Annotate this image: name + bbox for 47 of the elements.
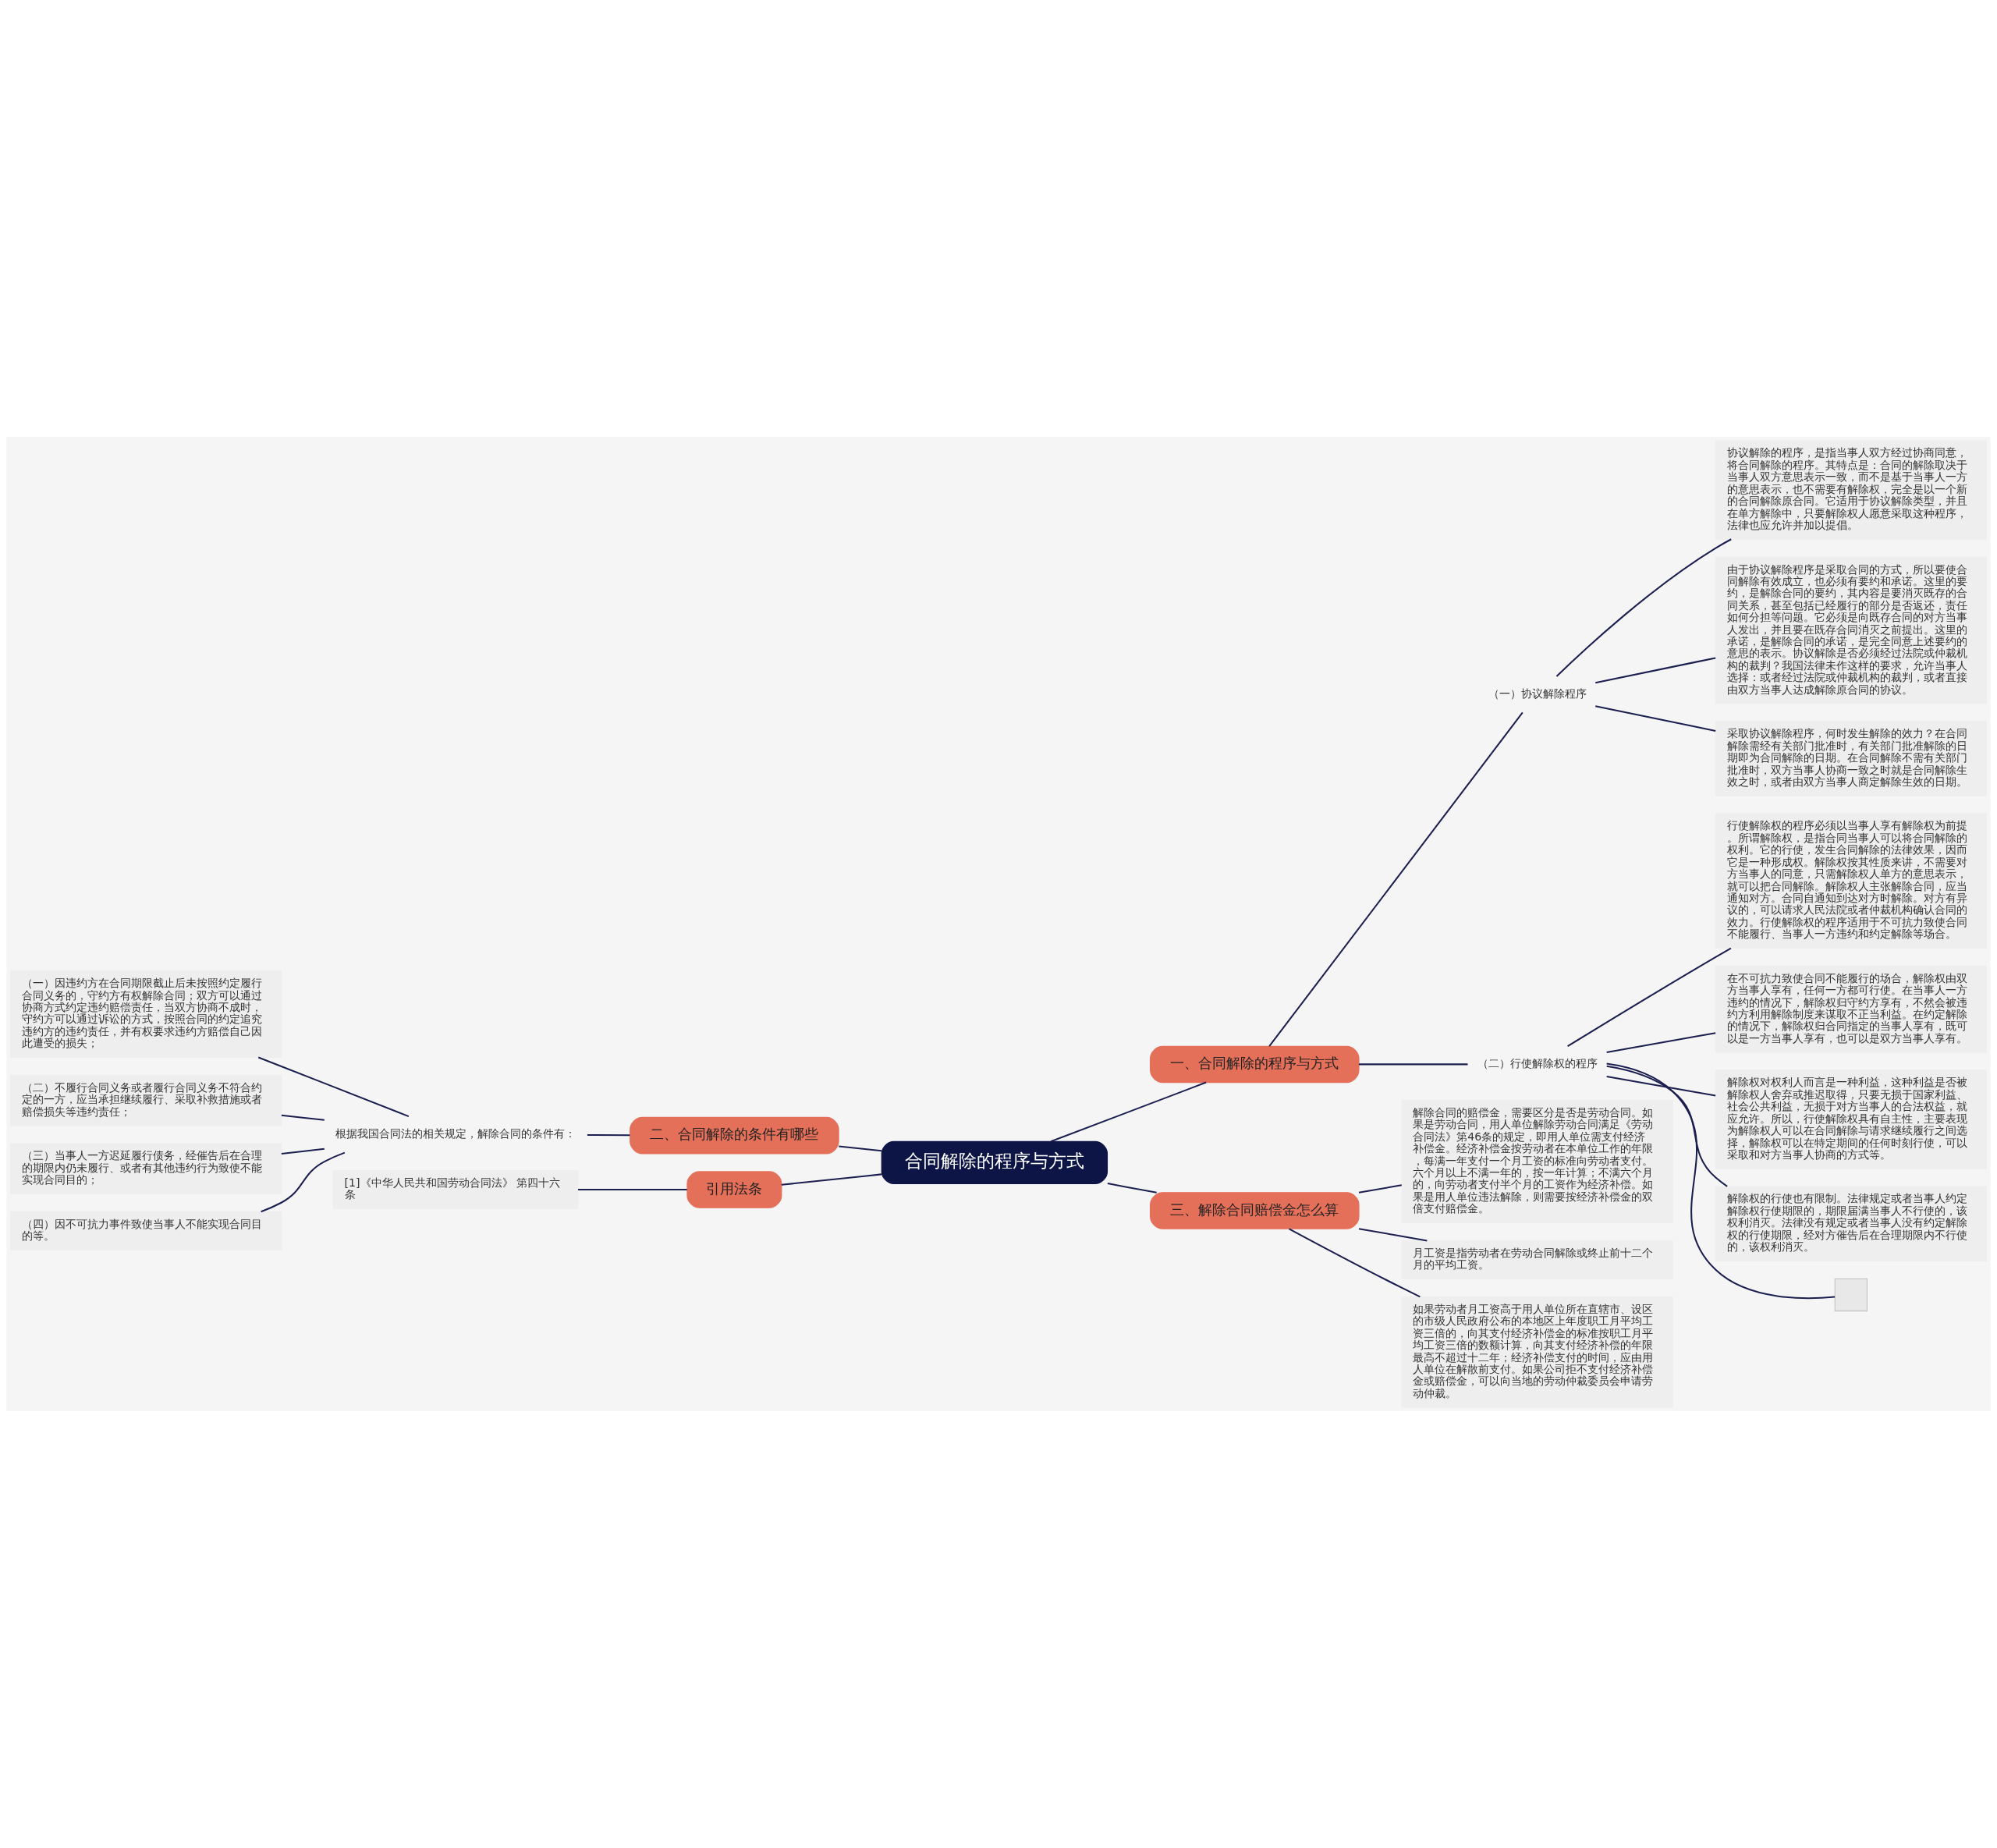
connector <box>281 1114 325 1121</box>
connector <box>1555 538 1732 677</box>
node-box: 一、合同解除的程序与方式 <box>1150 1045 1360 1084</box>
node-box: 解除权对权利人而言是一种利益，这种利益是否被解除权人舍弃或推迟取得，只要无损于国家利益、社会公共利益，无损于对方当事人的合法权益，就应允许。所以，行使解除权具有自主性，主要表现为解除权人可以在合同解除与请求继续履行之间选择，解除权可以在特定期间的任何时刻行使，可以采取和对方当事人协商的方式等。 <box>1715 1069 1987 1169</box>
node-text: 根据我国合同法的相关规定，解除合同的条件有： <box>335 1126 576 1140</box>
node-box: 合同解除的程序与方式 <box>881 1140 1108 1184</box>
node-box: 解除权的行使也有限制。法律规定或者当事人约定解除权行使期限的，期限届满当事人不行使的，该权利消灭。法律没有规定或者当事人没有约定解除权的行使期限，经对方催告后在合理期限内不行使的，该权利消灭。 <box>1715 1186 1987 1261</box>
connector <box>1359 1063 1468 1066</box>
connector <box>1289 1228 1421 1298</box>
node-box: 行使解除权的程序必须以当事人享有解除权为前提。所谓解除权，是指合同当事人可以将合同解除的权利。它的行使，发生合同解除的法律效果，因而它是一种形成权。解除权按其性质来讲，不需要对方当事人的同意，只需解除权人单方的意思表示，就可以把合同解除。解除权人主张解除合同，应当通知对方。合同自通知到达对方时解除。对方有异议的，可以请求人民法院或者仲裁机构确认合同的效力。行使解除权的程序适用于不可抗力致使合同不能履行、当事人一方违约和约定解除等场合。 <box>1715 813 1987 949</box>
connector <box>578 1189 687 1191</box>
node-box: 协议解除的程序，是指当事人双方经过协商同意，将合同解除的程序。其特点是：合同的解除取决于当事人双方意思表示一致，而不是基于当事人一方的意思表示，也不需要有解除权，完全是以一个新的合同解除原合同。它适用于协议解除类型，并且在单方解除中，只要解除权人愿意采取这种程序，法律也应允许并加以提倡。 <box>1715 440 1987 540</box>
node-text: （一）协议解除程序 <box>1488 686 1587 700</box>
node-box: （三）当事人一方迟延履行债务，经催告后在合理的期限内仍未履行、或者有其他违约行为致使不能实现合同目的； <box>10 1143 282 1194</box>
node-box: 由于协议解除程序是采取合同的方式，所以要使合同解除有效成立，也必须有要约和承诺。这里的要约，是解除合同的要约，其内容是要消灭既存的合同关系，甚至包括已经履行的部分是否返还，责任如何分担等问题。它必须是向既存合同的对方当事人发出，并且要在既存合同消灭之前提出。这里的承诺，是解除合同的承诺，是完全同意上述要约的意思的表示。协议解除是否必须经过法院或仲裁机构的裁判？我国法律未作这样的要求，允许当事人选择：或者经过法院或仲裁机构的裁判，或者直接由双方当事人达成解除原合同的协议。 <box>1715 556 1987 704</box>
node-box: （二）不履行合同义务或者履行合同义务不符合约定的一方，应当承担继续履行、采取补救措施或者赔偿损失等违约责任； <box>10 1074 282 1126</box>
connector <box>1107 1183 1157 1194</box>
connector <box>1606 1075 1716 1097</box>
node-box: 引用法条 <box>686 1171 782 1208</box>
connector <box>1595 657 1716 684</box>
connector <box>839 1145 882 1152</box>
node-box: 月工资是指劳动者在劳动合同解除或终止前十二个月的平均工资。 <box>1401 1240 1673 1280</box>
connector <box>781 1173 882 1186</box>
connector <box>1268 711 1523 1047</box>
connector <box>1595 705 1716 732</box>
connector <box>587 1133 630 1137</box>
node-box: 如果劳动者月工资高于用人单位所在直辖市、设区的市级人民政府公布的本地区上年度职工月平均工资三倍的，向其支付经济补偿金的标准按职工月平均工资三倍的数额计算，向其支付经济补偿的年限最高不超过十二年；经济补偿支付的时间，应由用人单位在解散前支付。如果公司拒不支付经济补偿金或赔偿金，可以向当地的劳动仲裁委员会申请劳动仲裁。 <box>1401 1296 1673 1408</box>
connector <box>261 1151 346 1213</box>
node-box: （一）因违约方在合同期限截止后未按照约定履行合同义务的，守约方有权解除合同；双方可以通过协商方式约定违约赔偿责任，当双方协商不成时，守约方可以通过诉讼的方式，按照合同的约定追究违约方的违约责任，并有权要求违约方赔偿自己因此遭受的损失； <box>10 970 282 1059</box>
node-box: 采取协议解除程序，何时发生解除的效力？在合同解除需经有关部门批准时，有关部门批准解除的日期即为合同解除的日期。在合同解除不需有关部门批准时，双方当事人协商一致之时就是合同解除生效之时，或者由双方当事人商定解除生效的日期。 <box>1715 721 1987 796</box>
node-box: [1]《中华人民共和国劳动合同法》 第四十六条 <box>332 1169 579 1210</box>
connector <box>1358 1184 1402 1194</box>
node-text: （二）行使解除权的程序 <box>1477 1057 1598 1069</box>
node-box <box>1834 1278 1868 1312</box>
node-box: 二、合同解除的条件有哪些 <box>630 1116 839 1155</box>
connector <box>281 1147 325 1155</box>
connector <box>1606 1062 1836 1300</box>
connector <box>1050 1081 1207 1143</box>
connector <box>1358 1228 1428 1242</box>
node-box: 解除合同的赔偿金，需要区分是否是劳动合同。如果是劳动合同，用人单位解除劳动合同满足《劳动合同法》第46条的规定，即用人单位需支付经济补偿金。经济补偿金按劳动者在本单位工作的年限，每满一年支付一个月工资的标准向劳动者支付。六个月以上不满一年的，按一年计算；不满六个月的，向劳动者支付半个月的工资作为经济补偿。如果是用人单位违法解除，则需要按经济补偿金的双倍支付赔偿金。 <box>1401 1100 1673 1224</box>
node-box: （四）因不可抗力事件致使当事人不能实现合同目的等。 <box>10 1211 282 1250</box>
connector <box>257 1056 410 1118</box>
connector <box>1606 1032 1716 1053</box>
connector <box>1567 947 1732 1048</box>
node-box: 在不可抗力致使合同不能履行的场合，解除权由双方当事人享有，任何一方都可行使。在当事人一方违约的情况下，解除权归守约方享有，不然会被违约方利用解除制度来谋取不正当利益。在约定解除的情况下，解除权归合同指定的当事人享有，既可以是一方当事人享有，也可以是双方当事人享有。 <box>1715 965 1987 1053</box>
connector <box>1606 1065 1728 1187</box>
node-box: 三、解除合同赔偿金怎么算 <box>1150 1192 1360 1229</box>
